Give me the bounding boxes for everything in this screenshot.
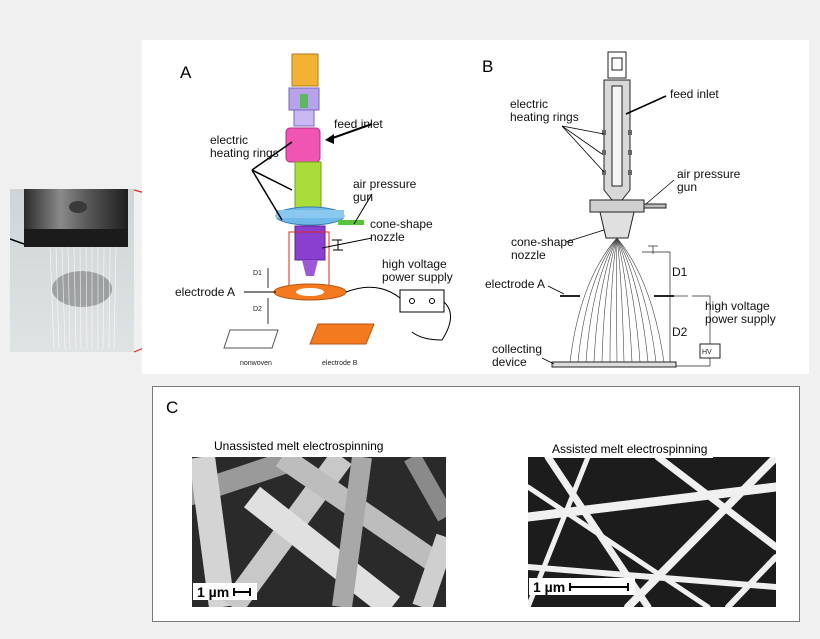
label-nonwoven: nonwoven	[240, 360, 272, 367]
label-air-gun-a: air pressure gun	[353, 177, 417, 204]
scalebar-unassisted-bar	[233, 588, 252, 596]
label-heating-rings-a: electric heating rings	[210, 133, 279, 160]
scalebar-assisted: 1 µm	[529, 578, 636, 595]
panel-c-letter: C	[166, 398, 179, 417]
label-d1-a: D1	[253, 270, 262, 277]
label-electrode-b: electrode B	[322, 360, 358, 367]
label-d2-a: D2	[253, 306, 262, 313]
label-air-gun-b: air pressure gun	[677, 167, 741, 194]
schematic-panel	[142, 40, 809, 374]
scalebar-assisted-bar	[569, 583, 630, 591]
panel-b-schematic	[541, 51, 721, 368]
scalebar-assisted-label: 1 µm	[533, 579, 566, 595]
caption-assisted: Assisted melt electrospinning	[546, 440, 714, 458]
caption-unassisted: Unassisted melt electrospinning	[208, 437, 390, 455]
sem-image-unassisted	[192, 457, 446, 607]
panel-a-schematic	[223, 53, 451, 349]
panel-b-letter: B	[482, 57, 494, 76]
label-electrode-a-b: electrode A	[485, 277, 546, 291]
label-collecting-device: collecting device	[492, 342, 543, 369]
label-feed-inlet-a: feed inlet	[334, 117, 383, 131]
scalebar-unassisted: 1 µm	[193, 583, 258, 600]
label-power-supply-a: high voltage power supply	[382, 257, 453, 284]
label-heating-rings-b: electric heating rings	[510, 97, 579, 124]
panel-a-letter: A	[180, 63, 192, 82]
label-nozzle-a: cone-shape nozzle	[370, 217, 433, 244]
label-nozzle-b: cone-shape nozzle	[511, 235, 574, 262]
scalebar-unassisted-label: 1 µm	[197, 584, 230, 600]
label-d2-b: D2	[672, 325, 688, 339]
label-power-supply-b: high voltage power supply	[705, 299, 776, 326]
label-electrode-a: electrode A	[175, 285, 236, 299]
label-d1-b: D1	[672, 265, 688, 279]
nozzle-photo	[9, 189, 134, 352]
label-feed-inlet-b: feed inlet	[670, 87, 719, 101]
label-hv: HV	[702, 349, 712, 356]
